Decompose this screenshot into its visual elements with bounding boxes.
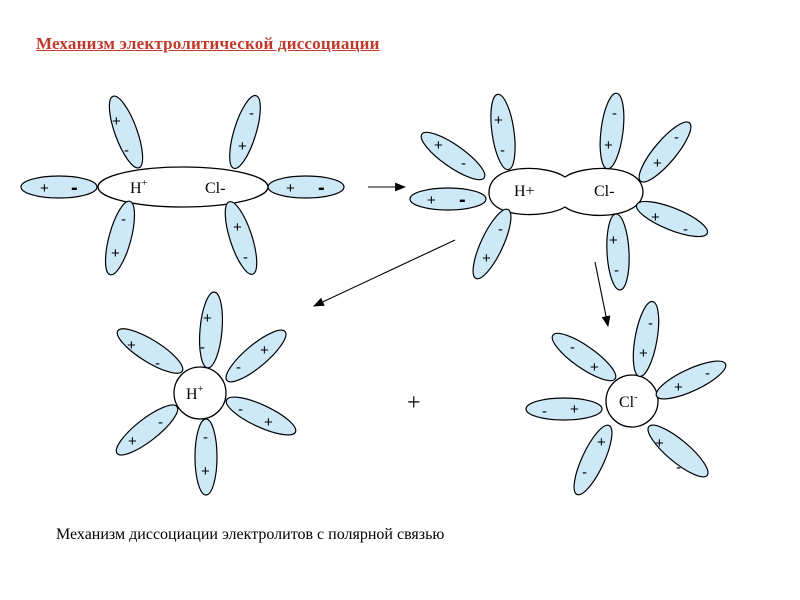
dipole-plus: + (112, 113, 121, 130)
dipole-plus: + (128, 433, 137, 450)
water-dipole: - + (466, 205, 518, 283)
water-dipole: - + (195, 419, 217, 495)
dipole-minus: - (203, 429, 208, 446)
dipole-minus: - (676, 459, 681, 476)
water-dipole: - + (526, 398, 602, 420)
dipole-plus: + (590, 359, 599, 376)
dipole-minus: - (238, 401, 243, 418)
water-dipole: + - (633, 195, 712, 244)
dipole-plus: + (260, 342, 269, 359)
dipole-plus: + (286, 180, 295, 197)
dipole-plus: + (233, 219, 242, 236)
dipole-minus: - (71, 177, 78, 199)
water-dipole: + - (642, 418, 714, 484)
water-dipole: + - (103, 93, 150, 172)
dipole-plus: + (655, 435, 664, 452)
dipole-plus: + (604, 137, 613, 154)
dipole-minus: - (200, 339, 205, 356)
dipole-plus: + (609, 232, 618, 249)
dipole-minus: - (614, 262, 619, 279)
ion-cl-label: Cl- (205, 180, 225, 197)
water-dipole: + - (268, 176, 344, 199)
water-dipole: - + (596, 92, 627, 170)
dipole-minus: - (683, 221, 688, 238)
dipole-plus: + (434, 137, 443, 154)
dipole-minus: - (498, 221, 503, 238)
dipole-minus: - (318, 177, 325, 199)
dipole-minus: - (582, 464, 587, 481)
dipole-minus: - (124, 142, 129, 159)
water-dipole: + - (605, 213, 631, 290)
water-dipole: - + (110, 398, 183, 462)
dipole-plus: + (40, 180, 49, 197)
water-dipole: + - (487, 93, 519, 171)
hydrated-cl-ion: Cl- - + - + + - - + + - + - (526, 300, 730, 499)
stage-polarized: H+ Cl- + - + - + - - + - + (410, 92, 711, 291)
water-dipole: + - (410, 188, 486, 211)
stage-molecule: H+ Cl- + - + - + - - + - + (21, 92, 344, 277)
dipole-minus: - (249, 105, 254, 122)
water-dipole: + - (21, 176, 97, 199)
water-dipole: - + (629, 300, 664, 379)
dipole-minus: - (500, 142, 505, 159)
water-dipole: - + (100, 198, 141, 277)
ion-pair (489, 168, 643, 215)
water-dipole: - + (222, 390, 300, 442)
water-dipole: - + (547, 326, 622, 388)
water-dipole: + - (197, 291, 226, 369)
water-dipole: + - (219, 198, 263, 277)
plus-sign: + (407, 390, 421, 416)
dipole-plus: + (653, 155, 662, 172)
water-dipole: - + (632, 116, 698, 188)
dipole-plus: + (127, 337, 136, 354)
dipole-plus: + (264, 414, 273, 431)
reaction-arrow (595, 262, 608, 326)
dipole-plus: + (494, 112, 503, 129)
dipole-plus: + (201, 463, 210, 480)
dipole-plus: + (639, 345, 648, 362)
dipole-minus: - (459, 189, 466, 211)
reaction-arrow (314, 240, 455, 306)
dipole-minus: - (236, 359, 241, 376)
dipole-minus: - (648, 315, 653, 332)
dipole-plus: + (427, 192, 436, 209)
dipole-plus: + (482, 250, 491, 267)
dipole-minus: - (570, 339, 575, 356)
water-dipole: + - (112, 322, 188, 381)
water-dipole: + - (652, 354, 730, 406)
hydrated-h-ion: H+ + - + - - + - + - + - + (110, 291, 300, 495)
water-dipole: + - (567, 421, 619, 499)
water-dipole: + - (416, 125, 491, 187)
ion-cl-label: Cl- (594, 183, 614, 200)
dipole-plus: + (597, 434, 606, 451)
dipole-plus: + (203, 310, 212, 327)
dipole-plus: + (238, 138, 247, 155)
water-dipole: - + (220, 323, 292, 389)
dipole-plus: + (570, 401, 579, 418)
dipole-minus: - (461, 155, 466, 172)
dipole-plus: + (674, 379, 683, 396)
dipole-plus: + (651, 209, 660, 226)
dipole-minus: - (542, 403, 547, 420)
dipole-minus: - (674, 129, 679, 146)
dipole-minus: - (612, 105, 617, 122)
dipole-minus: - (705, 365, 710, 382)
dipole-minus: - (243, 249, 248, 266)
dipole-minus: - (155, 355, 160, 372)
water-dipole: - + (223, 92, 266, 171)
dipole-minus: - (121, 211, 126, 228)
hcl-molecule (98, 167, 268, 207)
dipole-minus: - (158, 414, 163, 431)
caption: Механизм диссоциации электролитов с поля… (56, 526, 444, 544)
dipole-plus: + (111, 245, 120, 262)
ion-h-label: H+ (514, 183, 535, 200)
